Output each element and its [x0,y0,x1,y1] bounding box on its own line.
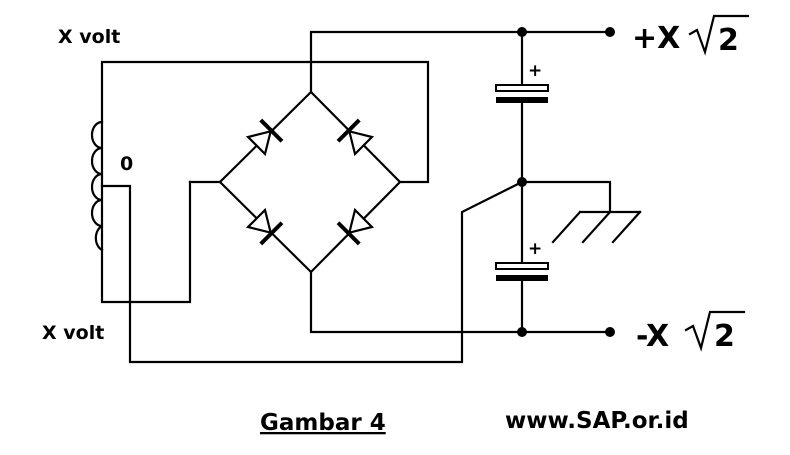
top-capacitor-plus-label: + [528,61,542,81]
negative-output-radicand: 2 [714,319,735,354]
negative-output-label: -X [636,319,669,354]
diode-icon [336,118,375,157]
junction-dot-icon [517,27,527,37]
junction-dot-icon [605,27,615,37]
diode-icon [245,118,284,157]
capacitor-icon [495,84,549,103]
center-tap-label: 0 [120,153,133,175]
junction-dot-icon [605,327,615,337]
junction-dot-icon [517,327,527,337]
positive-output-label: +X [632,21,680,56]
diode-icon [336,207,375,246]
ground-icon [520,180,642,244]
website-label: www.SAP.or.id [505,408,689,434]
bottom-capacitor-plus-label: + [528,239,542,259]
junction-dot-icon [517,177,527,187]
center-tap-wire [100,180,524,364]
square-root-icon [684,310,746,352]
diode-icon [245,207,284,246]
transformer-coil-icon [90,60,430,304]
positive-output-radicand: 2 [718,23,739,58]
top-left-voltage-label: X volt [58,26,120,48]
bridge-rectifier-icon [188,30,612,334]
bottom-left-voltage-label: X volt [42,322,104,344]
caption: Gambar 4 [260,410,386,436]
capacitor-icon [495,262,549,281]
square-root-icon [688,14,750,56]
